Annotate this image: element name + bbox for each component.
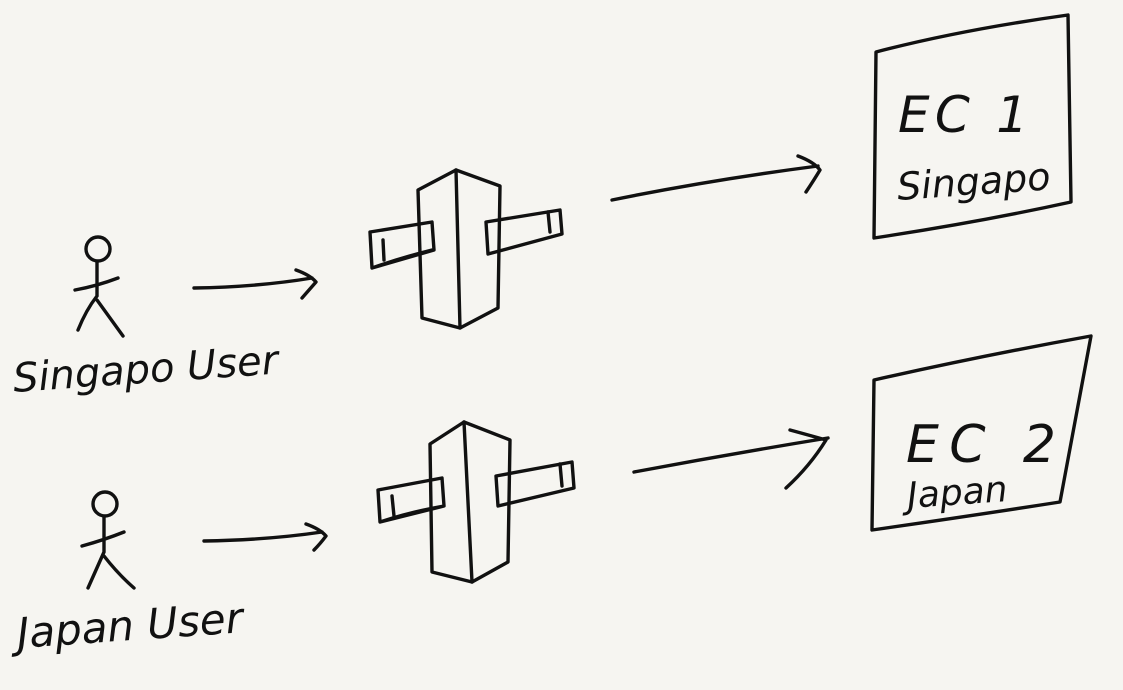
server-region: Japan: [900, 469, 1009, 517]
user-label: Japan User: [8, 593, 247, 658]
server-region: Singapo: [896, 154, 1052, 209]
user-figure-singapore: [73, 235, 125, 338]
server-name: EC 1: [898, 86, 1028, 144]
server-name: EC 2: [906, 415, 1056, 475]
arrow-user-to-router: [202, 522, 328, 552]
arrow-router-to-server: [632, 428, 830, 490]
user-label: Singapo User: [11, 337, 282, 402]
server-box-ec2: [870, 334, 1093, 532]
router-icon: [368, 168, 564, 330]
user-figure-japan: [80, 490, 136, 590]
server-box-ec1: [872, 13, 1073, 240]
arrow-router-to-server: [610, 154, 822, 202]
router-icon: [376, 420, 576, 584]
arrow-user-to-router: [192, 268, 318, 300]
